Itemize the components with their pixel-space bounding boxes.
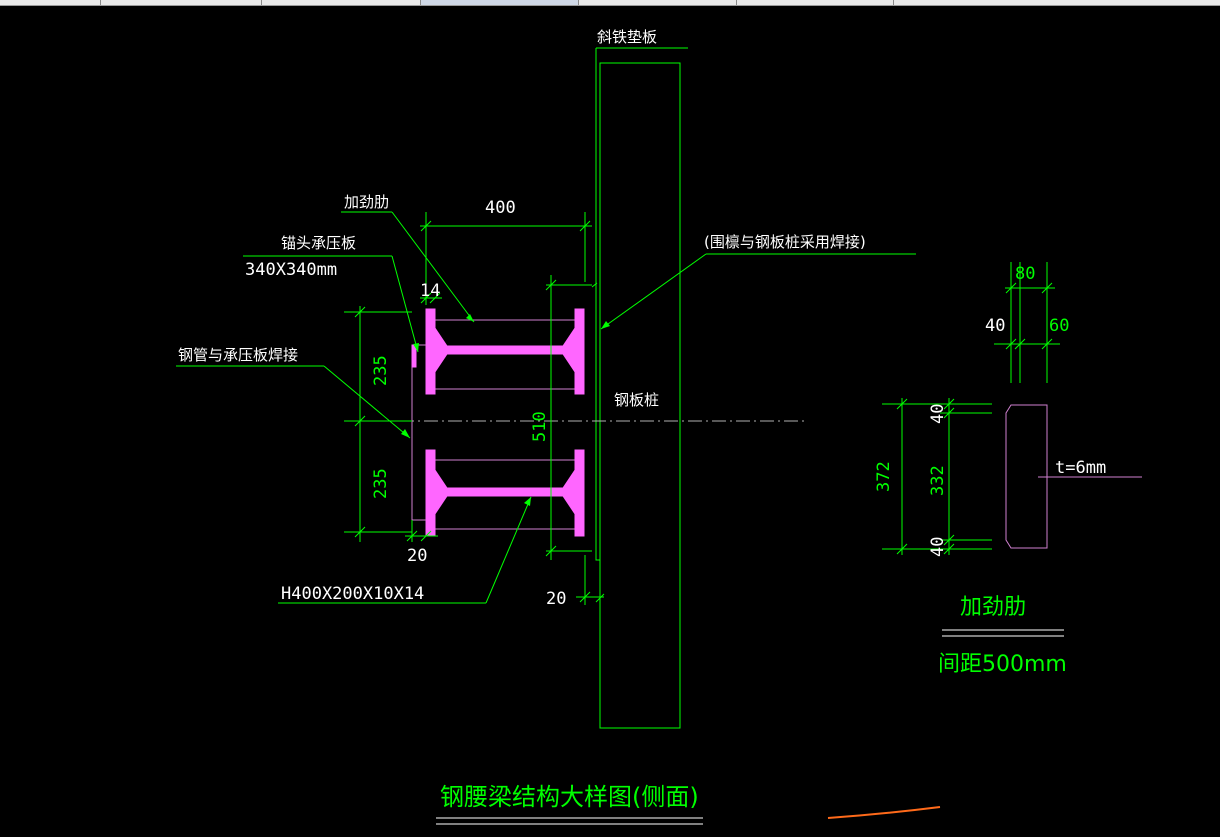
drawing-title: 钢腰梁结构大样图(侧面) [440,783,699,811]
cad-drawing-canvas[interactable]: 钢板桩 斜铁垫板 400 [0,6,1220,837]
tab-1[interactable] [0,0,101,5]
detail-dim-372: 372 [874,461,894,492]
dim-235-bottom-text: 235 [371,468,391,499]
detail-dim-40-left: 40 [985,316,1005,336]
sheet-pile-label: 钢板桩 [614,391,659,409]
dim-20-right [576,555,605,605]
leader-stiffener [341,211,475,323]
dim-510 [545,275,592,560]
tab-5[interactable] [579,0,737,5]
leader-anchor-plate [243,255,419,353]
dim-20-right-text: 20 [546,589,566,609]
shim-plate-label: 斜铁垫板 [597,28,657,46]
h-beam-label: H400X200X10X14 [281,584,424,604]
leader-pipe-weld [176,365,411,439]
anchor-plate-label: 锚头承压板 [281,234,356,252]
detail-dim-60: 60 [1049,316,1069,336]
dim-14 [420,292,442,304]
dim-20-left [405,520,438,542]
stiffener-detail-top-dims [994,262,1060,383]
leader-h-beam [278,496,532,604]
stiffener-detail-shape [1005,404,1142,549]
stiffener-label: 加劲肋 [344,193,389,211]
dim-400-text: 400 [485,198,516,218]
anchor-bearing-plate [411,344,426,521]
tab-2[interactable] [101,0,262,5]
tab-7[interactable] [894,0,1220,5]
stiffener-detail-title: 加劲肋 [960,595,1026,620]
stiffener-thickness: t=6mm [1055,458,1106,478]
tab-6[interactable] [737,0,894,5]
tab-3[interactable] [262,0,421,5]
pipe-weld-label: 钢管与承压板焊接 [178,346,298,364]
detail-dim-40-top: 40 [928,404,948,424]
anchor-plate-size: 340X340mm [245,260,337,280]
lower-h-beam [425,449,585,537]
dim-14-text: 14 [420,281,440,301]
stiffener-spacing: 间距500mm [938,652,1067,677]
dim-510-text: 510 [530,411,550,442]
dim-235-chain [344,306,412,542]
tab-strip [0,0,1220,6]
upper-h-beam [425,308,585,395]
stiffener-detail-side-dims [882,398,992,555]
detail-dim-80: 80 [1015,264,1035,284]
dim-20-left-text: 20 [407,546,427,566]
detail-dim-332: 332 [928,465,948,496]
tab-4[interactable] [421,0,579,5]
leader-purlin-weld [600,253,916,330]
orange-sketch-stroke [827,806,941,819]
detail-dim-40-bottom: 40 [928,537,948,557]
dim-235-top-text: 235 [371,355,391,386]
sheet-pile [591,47,688,729]
dim-400 [420,212,592,305]
purlin-weld-label: (围檩与钢板桩采用焊接) [704,233,866,251]
